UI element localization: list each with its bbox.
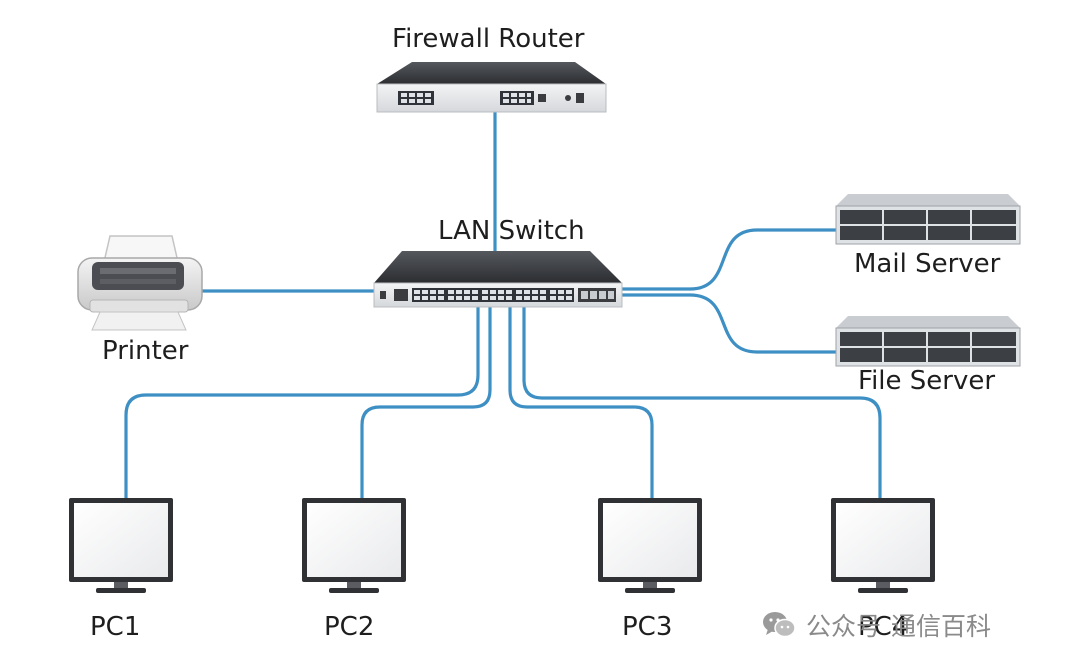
wechat-icon (763, 612, 796, 638)
pc1-label: PC1 (90, 612, 141, 642)
lan-switch-icon (373, 251, 623, 308)
cables (124, 110, 882, 502)
file-server-label: File Server (858, 366, 996, 396)
lan-switch-label: LAN Switch (438, 216, 585, 246)
watermark: 公众号 通信百科 (762, 608, 991, 642)
cable-switch-pc4 (522, 305, 882, 502)
pc4-label: PC4 (858, 612, 909, 642)
file-server-icon (835, 316, 1021, 367)
pc2-label: PC2 (324, 612, 375, 642)
firewall-router-label: Firewall Router (392, 24, 585, 54)
mail-server-icon (835, 194, 1021, 245)
firewall-router-icon (376, 62, 607, 113)
cable-switch-pc2 (360, 305, 492, 502)
cable-switch-file-server (618, 293, 837, 354)
printer-icon (77, 235, 203, 331)
mail-server-label: Mail Server (854, 249, 1001, 279)
pc1-monitor-icon (69, 498, 173, 593)
pc4-monitor-icon (831, 498, 935, 593)
watermark-account-type: 公众号 (806, 612, 882, 641)
cable-switch-pc1 (124, 305, 480, 502)
pc3-label: PC3 (622, 612, 673, 642)
pc3-monitor-icon (598, 498, 702, 593)
printer-label: Printer (102, 336, 189, 366)
watermark-account-name: 通信百科 (891, 612, 992, 641)
cable-switch-mail-server (618, 228, 837, 291)
cable-switch-pc3 (508, 305, 654, 502)
pc2-monitor-icon (302, 498, 406, 593)
